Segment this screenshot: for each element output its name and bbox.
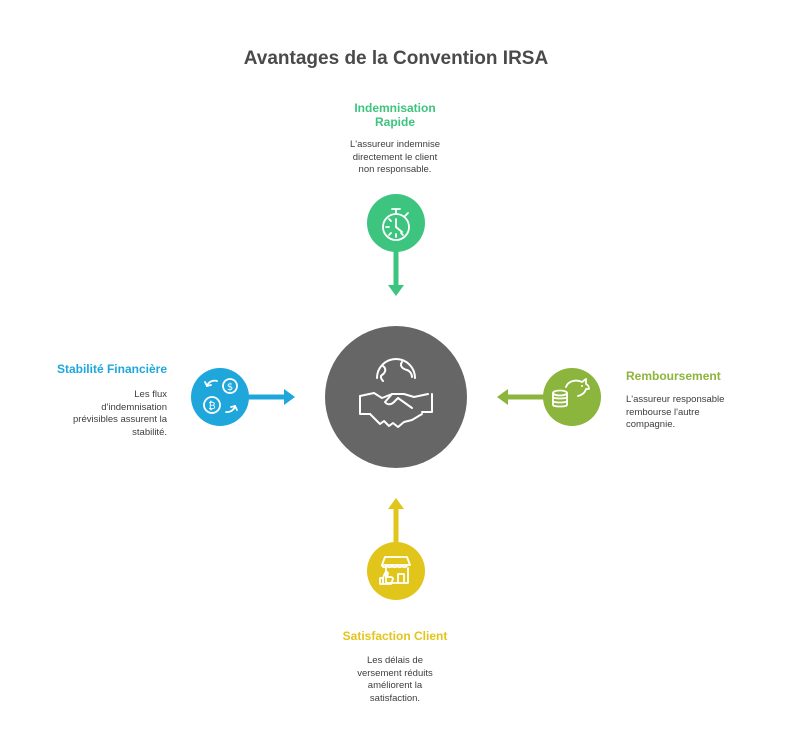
top-node-desc-line3: non responsable. <box>358 164 432 175</box>
bottom-node-desc-line3: améliorent la <box>367 680 423 691</box>
right-node-title: Remboursement <box>626 369 721 383</box>
left-node-description: Les flux d'indemnisation prévisibles ass… <box>36 389 167 439</box>
left-node-desc-line1: Les flux <box>134 389 167 400</box>
top-node-desc-line2: directement le client <box>352 151 438 163</box>
diagram-title: Avantages de la Convention IRSA <box>243 48 549 69</box>
right-node-circle <box>543 368 601 426</box>
center-node <box>325 326 467 468</box>
svg-text:₿: ₿ <box>208 400 215 412</box>
stopwatch-icon <box>382 208 410 241</box>
top-node-circle <box>367 194 425 252</box>
bottom-node-desc-line2: versement réduits <box>357 667 433 679</box>
left-node-desc-line3: prévisibles assurent la <box>73 414 167 425</box>
right-connector-arrow <box>497 389 545 405</box>
top-node-desc-line1: L'assureur indemnise <box>350 139 440 150</box>
left-connector-arrow <box>248 389 295 405</box>
left-node-desc-line2: d'indemnisation <box>101 401 167 413</box>
right-node-desc-line1: L'assureur responsable <box>626 394 725 405</box>
left-node-title: Stabilité Financière <box>56 362 167 376</box>
bottom-node-title: Satisfaction Client <box>342 629 448 643</box>
top-node-title-line2: Rapide <box>374 115 415 129</box>
top-node-title: Indemnisation Rapide <box>334 101 456 129</box>
bottom-node-circle <box>367 542 425 600</box>
storefront-thumbs-up-icon <box>379 556 411 585</box>
piggy-bank-icon <box>552 378 590 408</box>
left-node-circle: $ ₿ <box>191 368 249 426</box>
right-node-desc-line2: rembourse l'autre <box>626 406 700 418</box>
right-node-description: L'assureur responsable rembourse l'autre… <box>626 394 766 432</box>
right-node-desc-line3: compagnie. <box>626 419 676 430</box>
bottom-node-desc-line4: satisfaction. <box>369 692 421 704</box>
crypto-exchange-icon: $ ₿ <box>203 378 238 414</box>
bottom-node-description: Les délais de versement réduits améliore… <box>326 655 464 705</box>
bottom-connector-arrow <box>388 498 404 548</box>
left-node-desc-line4: stabilité. <box>132 426 167 438</box>
top-node-description: L'assureur indemnise directement le clie… <box>316 139 474 177</box>
svg-text:$: $ <box>227 382 233 393</box>
global-handshake-icon <box>359 358 433 428</box>
top-node-title-line1: Indemnisation <box>354 101 436 115</box>
bottom-node-desc-line1: Les délais de <box>367 655 423 666</box>
